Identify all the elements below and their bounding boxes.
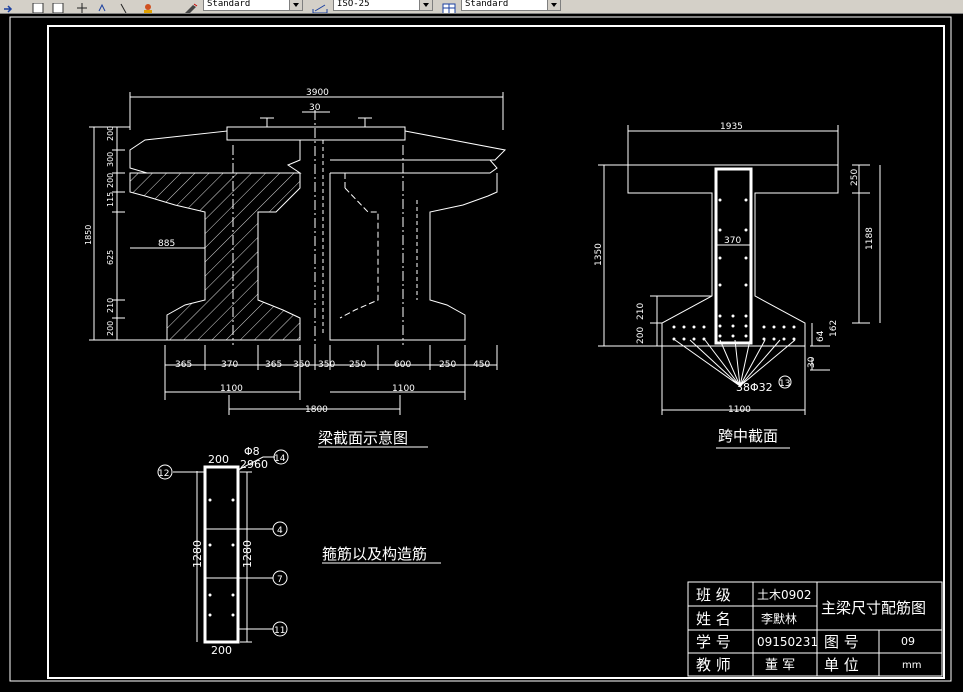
table-style-value: Standard — [465, 0, 509, 9]
class-label: 班 级 — [696, 586, 731, 604]
mid-section-caption: 跨中截面 — [718, 427, 778, 445]
dim-label: 1100 — [220, 384, 243, 394]
move-icon[interactable] — [76, 0, 88, 13]
dim-label: 210 — [636, 303, 646, 320]
dim-label: 64 — [816, 330, 826, 342]
mid-section-labels: 1935 250 1188 1350 370 210 200 64 162 30… — [594, 122, 875, 445]
beam-section-drawing — [89, 92, 507, 448]
dim-label: 370 — [221, 360, 238, 370]
dim-label: 300 — [106, 152, 115, 167]
dim-label: 1350 — [594, 243, 604, 266]
table-style-icon[interactable] — [441, 0, 457, 13]
rebar-number: 13 — [779, 379, 790, 389]
circled-number: 7 — [277, 575, 283, 585]
toolbar: Standard ISO-25 Standard — [0, 0, 963, 14]
rebar-label: 38Φ32 — [736, 381, 773, 394]
dim-label: 350 — [293, 360, 310, 370]
mid-section-drawing — [598, 125, 881, 449]
dim-label: 200 — [106, 321, 115, 336]
beam-section-labels: 3900 30 200 300 200 115 625 210 200 1850… — [84, 88, 490, 447]
dim-label: 885 — [158, 239, 175, 249]
teacher-label: 教 师 — [696, 656, 731, 674]
title-block — [687, 581, 943, 677]
chevron-down-icon[interactable] — [289, 0, 302, 10]
mid-section-rebars — [672, 198, 796, 341]
dim-label: 250 — [349, 360, 366, 370]
dim-style-value: ISO-25 — [337, 0, 370, 9]
class-value: 土木0902 — [757, 588, 812, 602]
stirrup-dots — [208, 498, 235, 617]
drawing-title: 主梁尺寸配筋图 — [821, 599, 926, 617]
dim-label: 1935 — [720, 122, 743, 132]
dim-label: 1100 — [392, 384, 415, 394]
phi-label: Φ8 — [244, 445, 260, 458]
text-style-select[interactable]: Standard — [203, 0, 303, 11]
dim-label: 625 — [106, 250, 115, 265]
dim-label: 200 — [211, 644, 232, 657]
hatched-beam-half — [129, 172, 301, 341]
name-value: 李默林 — [761, 611, 797, 626]
dim-label: 200 — [106, 173, 115, 188]
dim-label: 250 — [850, 169, 860, 186]
dim-label: 210 — [106, 298, 115, 313]
dim-label: 600 — [394, 360, 411, 370]
id-label: 学 号 — [696, 633, 731, 651]
circled-number: 12 — [158, 469, 169, 479]
dim-label: 1188 — [865, 227, 875, 250]
dim-style-select[interactable]: ISO-25 — [333, 0, 433, 11]
dim-label: 30 — [807, 356, 817, 368]
dim-label: 1800 — [305, 405, 328, 415]
sheet-border — [9, 16, 952, 682]
text-style-icon[interactable] — [183, 0, 199, 13]
dim-label: 1850 — [84, 225, 93, 245]
dim-label: 250 — [439, 360, 456, 370]
id-value: 09150231 — [757, 635, 818, 649]
redo-icon[interactable] — [2, 0, 14, 13]
drawing-no-label: 图 号 — [824, 633, 859, 651]
help-icon[interactable] — [118, 0, 130, 13]
dim-label: 1280 — [241, 540, 254, 568]
circled-number: 14 — [274, 454, 286, 464]
unit-value: mm — [902, 660, 921, 671]
title-block-text: 班 级 土木0902 姓 名 李默林 学 号 09150231 教 师 董 军 … — [696, 586, 926, 674]
dim-label: 200 — [208, 453, 229, 466]
dim-label: 350 — [318, 360, 335, 370]
dim-label: 1100 — [728, 405, 751, 415]
properties-icon[interactable] — [142, 0, 154, 13]
rectangle-icon[interactable] — [52, 0, 64, 13]
stirrup-labels: 200 Φ8 2960 1280 1280 200 12 14 4 7 11 箍… — [158, 445, 427, 657]
dim-label: 370 — [724, 236, 741, 246]
stirrup-drawing — [157, 449, 441, 644]
dim-label: 3900 — [306, 88, 329, 98]
beam-section-caption: 梁截面示意图 — [318, 429, 408, 447]
dim-label: 365 — [265, 360, 282, 370]
teacher-value: 董 军 — [765, 658, 795, 673]
length-label: 2960 — [240, 458, 268, 471]
circled-number: 4 — [277, 526, 283, 536]
dim-label: 115 — [106, 192, 115, 207]
dim-label: 1280 — [191, 540, 204, 568]
chevron-down-icon[interactable] — [419, 0, 432, 10]
text-style-value: Standard — [207, 0, 251, 9]
drawing-canvas[interactable]: 3900 30 200 300 200 115 625 210 200 1850… — [0, 14, 963, 688]
dim-label: 365 — [175, 360, 192, 370]
table-style-select[interactable]: Standard — [461, 0, 561, 11]
pan-icon[interactable] — [96, 0, 108, 12]
dim-label: 30 — [309, 103, 321, 113]
drawing-no-value: 09 — [901, 635, 915, 648]
dim-label: 162 — [829, 320, 839, 337]
dim-style-icon[interactable] — [312, 0, 328, 13]
stirrup-caption: 箍筋以及构造筋 — [322, 545, 427, 563]
dim-label: 450 — [473, 360, 490, 370]
circled-number: 11 — [274, 626, 285, 636]
dim-label: 200 — [636, 327, 646, 344]
dim-label: 200 — [106, 126, 115, 141]
chevron-down-icon[interactable] — [547, 0, 560, 10]
name-label: 姓 名 — [696, 610, 731, 628]
unit-label: 单 位 — [824, 656, 859, 674]
window-icon[interactable] — [32, 0, 44, 13]
